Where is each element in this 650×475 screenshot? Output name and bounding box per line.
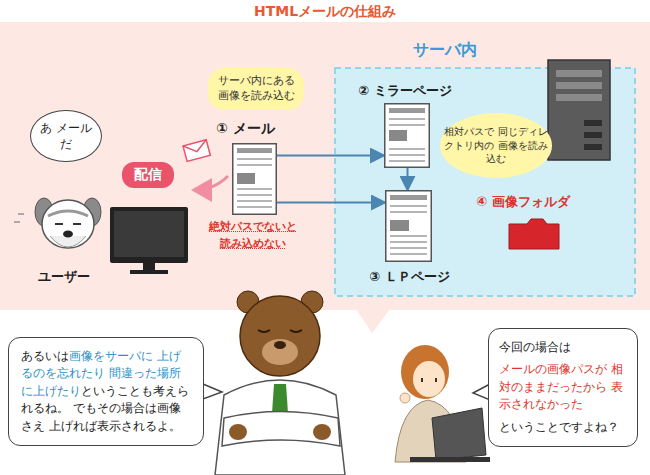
node-text: サーバ内 [413,40,477,61]
document-header [237,148,272,153]
connector-arrow [407,168,409,190]
node-text: 相対パスで 同じディレクトリ内の 画像を読み込む [444,125,548,166]
node-text: ということですよね？ [499,419,627,436]
note-bubble: サーバ内にある 画像を読み込む [208,68,304,110]
document-line [390,205,427,207]
node-text: サーバ内にある 画像を読み込む [214,74,298,104]
pink-panel [0,22,650,310]
connector-arrow [277,155,384,157]
document-outline [386,191,432,262]
panel-tail [356,309,390,333]
dog-user [14,198,101,248]
bear-speech-bubble: あるいは画像をサーバに 上げるのを忘れたり 間違った場所に上げたりということも考… [8,337,204,446]
node-text: ③ ＬＰページ [369,268,450,286]
document-header [389,108,425,113]
document-line [390,211,427,213]
free-label: 絶対パスでないと 読み込めない [203,219,303,252]
document-line [389,118,425,120]
diagram-title: HTMLメールの仕組み [0,3,650,21]
image-folder: ④ 画像フォルダ [508,218,560,250]
envelope-icon [183,140,210,162]
server-region: サーバ内② ミラーページ相対パスで 同じディレクトリ内の 画像を読み込む③ ＬＰ… [335,68,635,296]
node-text: あ メールだ [37,120,95,152]
document-line [237,164,272,166]
document-icon [384,103,430,168]
mirror-page-document: ② ミラーページ [384,103,430,168]
node-text: ② ミラーページ [358,82,452,100]
document-line [389,160,425,162]
speech-bubble: あ メールだ [30,110,102,162]
document-outline [385,104,430,168]
node-text: 配信 [122,166,174,184]
node-text: 今回の場合は [499,339,627,356]
document-line [389,148,425,150]
document-line [390,235,427,237]
document-image [237,173,255,184]
folder-shape [509,219,559,249]
server-tower [548,60,610,160]
document-line [390,241,427,243]
folder-icon [508,218,560,250]
document-image [389,130,407,141]
document-outline [233,144,277,215]
free-label: ユーザー [38,268,90,286]
woman-speech-bubble: 今回の場合はメールの画像パスが 相対のままだったから 表示されなかったということ… [488,328,638,447]
mail-document: ① メール [232,143,277,215]
woman-character [395,345,490,462]
delivery-arrow [194,176,228,190]
document-icon [385,190,432,262]
monitor-icon [110,207,188,274]
document-line [237,200,272,202]
document-header [390,195,427,200]
document-line [390,253,427,255]
node-text: メールの画像パスが 相対のままだったから 表示されなかった [499,361,627,413]
document-line [389,154,425,156]
node-text: ① メール [216,120,275,138]
node-text: あるいは [21,349,69,363]
bear-bubble-tail [203,384,222,399]
delivery-badge: 配信 [122,162,174,188]
document-line [237,194,272,196]
lp-page-document: ③ ＬＰページ [385,190,432,262]
document-line [237,158,272,160]
document-line [237,206,272,208]
document-line [389,124,425,126]
document-image [390,220,409,231]
node-text: ④ 画像フォルダ [476,193,570,211]
document-line [390,247,427,249]
connector-arrow [277,202,385,204]
document-line [237,188,272,190]
note-ellipse: 相対パスで 同じディレクトリ内の 画像を読み込む [440,113,552,178]
bear-character [215,291,345,475]
document-icon [232,143,277,215]
